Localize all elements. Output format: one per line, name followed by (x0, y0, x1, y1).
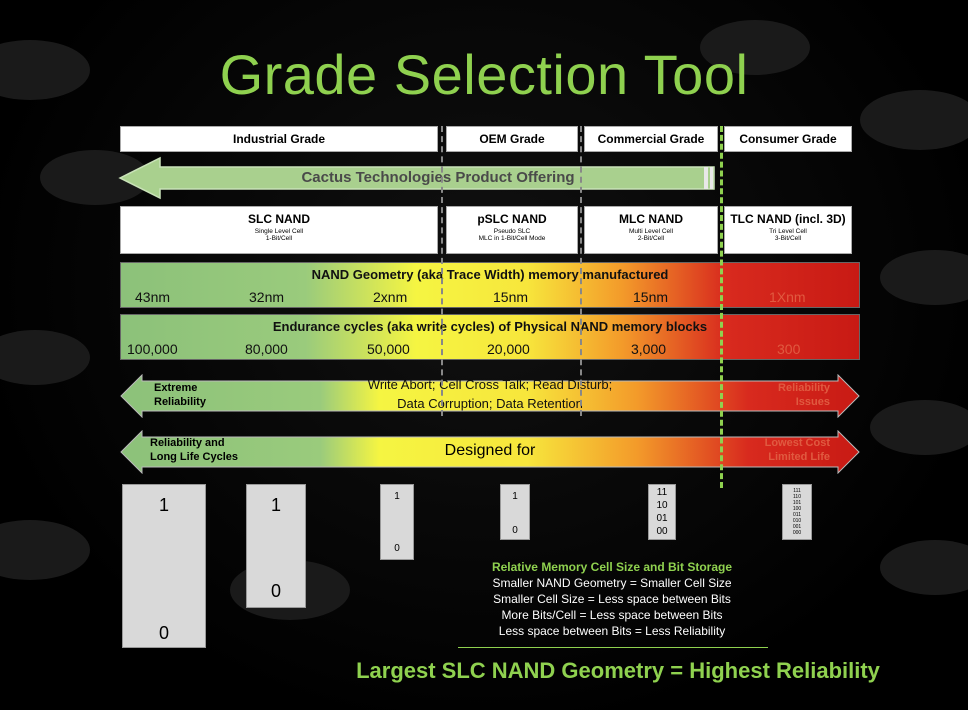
nand-slc: SLC NAND Single Level Cell 1-Bit/Cell (120, 206, 438, 254)
grade-commercial: Commercial Grade (584, 126, 718, 152)
geometry-value: 15nm (493, 289, 529, 305)
offering-boundary-line (720, 126, 723, 488)
endurance-band: Endurance cycles (aka write cycles) of P… (120, 314, 860, 360)
cell-bit: 110 (793, 494, 801, 500)
cell-bit: 0 (158, 623, 169, 643)
reliability-center-line1: Write Abort; Cell Cross Talk; Read Distu… (367, 377, 613, 392)
nand-mlc-line2: 2-Bit/Cell (637, 235, 665, 242)
cell-bit: 100 (792, 506, 802, 512)
cell-bit: 11 (656, 487, 668, 498)
design-arrow: Reliability and Long Life Cycles Designe… (120, 430, 860, 474)
design-center-label: Designed for (444, 442, 536, 459)
geometry-value: 1Xnm (769, 289, 806, 305)
notes-line: More Bits/Cell = Less space between Bits (501, 608, 723, 622)
page-title: Grade Selection Tool (219, 43, 749, 106)
endurance-value: 20,000 (487, 341, 530, 357)
nand-pslc-line2: MLC in 1-Bit/Cell Mode (478, 235, 546, 242)
endurance-value: 100,000 (127, 341, 178, 357)
cell-size-notes: Relative Memory Cell Size and Bit Storag… (452, 559, 772, 639)
nand-tlc-line2: 3-Bit/Cell (774, 235, 802, 242)
endurance-value: 80,000 (245, 341, 288, 357)
memory-cell-mlc: 11 10 01 00 (648, 484, 676, 540)
cell-bit: 1 (512, 491, 518, 502)
divider-oem-commercial (580, 126, 582, 416)
reliability-left-label: Extreme Reliability (154, 382, 206, 408)
cell-bit: 1 (270, 495, 281, 515)
geometry-value: 2xnm (373, 289, 408, 305)
geometry-value: 43nm (135, 289, 171, 305)
nand-pslc: pSLC NAND Pseudo SLC MLC in 1-Bit/Cell M… (446, 206, 578, 254)
endurance-value: 50,000 (367, 341, 410, 357)
memory-cell-slc-32nm: 1 0 (246, 484, 306, 608)
cell-bit: 0 (394, 543, 400, 554)
design-right-line1: Lowest Cost (764, 437, 830, 449)
notes-line: Smaller Cell Size = Less space between B… (493, 592, 731, 606)
grade-consumer: Consumer Grade (724, 126, 852, 152)
reliability-arrow-shape (120, 374, 860, 418)
cell-bit: 10 (656, 500, 668, 511)
divider-industrial-oem (441, 126, 443, 416)
nand-mlc-name: MLC NAND (619, 212, 683, 226)
endurance-value: 3,000 (631, 341, 667, 357)
cell-bit: 101 (792, 500, 802, 506)
memory-cell-slc-43nm: 1 0 (122, 484, 206, 648)
nand-tlc-line1: Tri Level Cell (769, 228, 807, 235)
geometry-title: NAND Geometry (aka Trace Width) memory m… (311, 267, 669, 282)
design-arrow-shape (120, 430, 860, 474)
memory-cell-slc-2xnm: 1 0 (380, 484, 414, 560)
product-offering-arrow: Cactus Technologies Product Offering (118, 156, 722, 200)
reliability-right-label: Reliability Issues (778, 382, 830, 408)
endurance-title: Endurance cycles (aka write cycles) of P… (272, 319, 708, 334)
conclusion: Largest SLC NAND Geometry = Highest Reli… (356, 658, 880, 683)
notes-line: Smaller NAND Geometry = Smaller Cell Siz… (492, 576, 732, 590)
grade-industrial: Industrial Grade (120, 126, 438, 152)
nand-slc-line2: 1-Bit/Cell (265, 235, 293, 242)
cell-bit: 00 (656, 526, 668, 537)
nand-tlc: TLC NAND (incl. 3D) Tri Level Cell 3-Bit… (724, 206, 852, 254)
cell-bit: 000 (792, 530, 802, 536)
nand-mlc-line1: Multi Level Cell (628, 228, 674, 235)
offering-arrow-shape (118, 156, 715, 200)
geometry-band: NAND Geometry (aka Trace Width) memory m… (120, 262, 860, 308)
reliability-center-line2: Data Corruption; Data Retention (397, 396, 583, 411)
memory-cell-pslc: 1 0 (500, 484, 530, 540)
design-right-line2: Limited Life (768, 451, 830, 463)
design-left-line2: Long Life Cycles (150, 451, 239, 463)
cell-bit: 111 (793, 488, 801, 494)
nand-mlc: MLC NAND Multi Level Cell 2-Bit/Cell (584, 206, 718, 254)
notes-separator (458, 647, 768, 648)
reliability-arrow: Extreme Reliability Write Abort; Cell Cr… (120, 374, 860, 418)
nand-slc-name: SLC NAND (248, 212, 310, 226)
grade-oem: OEM Grade (446, 126, 578, 152)
nand-slc-line1: Single Level Cell (254, 228, 304, 235)
nand-tlc-name: TLC NAND (incl. 3D) (730, 212, 846, 226)
cell-bit: 1 (158, 495, 169, 515)
memory-cell-tlc: 111 110 101 100 011 010 001 000 (782, 484, 812, 540)
geometry-value: 15nm (633, 289, 669, 305)
nand-pslc-line1: Pseudo SLC (493, 228, 531, 235)
cell-bit: 1 (394, 491, 400, 502)
notes-heading: Relative Memory Cell Size and Bit Storag… (491, 560, 733, 574)
cell-bit: 01 (656, 513, 668, 524)
design-left-line1: Reliability and (150, 437, 225, 449)
geometry-value: 32nm (249, 289, 285, 305)
cell-bit: 0 (270, 581, 281, 601)
offering-label: Cactus Technologies Product Offering (301, 169, 575, 186)
notes-line: Less space between Bits = Less Reliabili… (498, 624, 726, 638)
cell-bit: 010 (792, 518, 802, 524)
nand-pslc-name: pSLC NAND (477, 212, 547, 226)
cell-bit: 001 (792, 524, 802, 530)
cell-bit: 0 (512, 525, 518, 536)
cell-bit: 011 (793, 512, 801, 518)
endurance-value: 300 (777, 341, 801, 357)
